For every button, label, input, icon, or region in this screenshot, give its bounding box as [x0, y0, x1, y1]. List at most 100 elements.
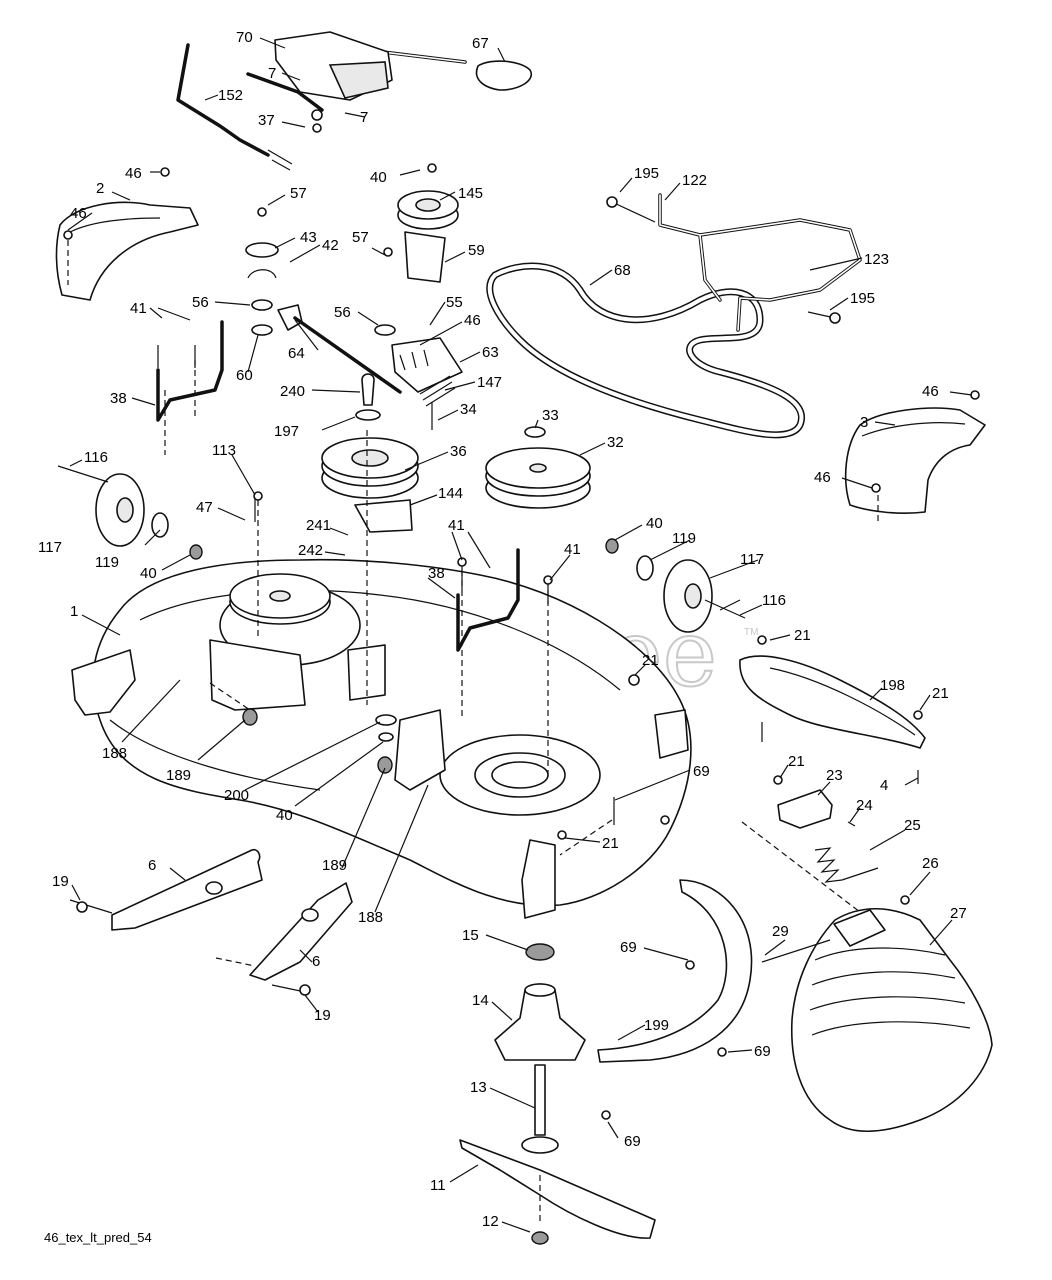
callout-64: 64: [288, 345, 305, 362]
callout-29: 29: [772, 923, 789, 940]
rod-29: [761, 939, 831, 963]
idler-pulley-36: [321, 437, 419, 533]
callout-21: 21: [642, 652, 659, 669]
callout-19: 19: [52, 873, 69, 890]
callout-59: 59: [468, 242, 485, 259]
callout-69: 69: [624, 1133, 641, 1150]
baffle-198: [739, 655, 926, 749]
callout-195: 195: [850, 290, 875, 307]
discharge-chute-27: [790, 907, 993, 1133]
callout-37: 37: [258, 112, 275, 129]
mower-deck: [71, 558, 692, 919]
callout-21: 21: [788, 753, 805, 770]
callout-68: 68: [614, 262, 631, 279]
callout-63: 63: [482, 344, 499, 361]
callout-46: 46: [464, 312, 481, 329]
callout-23: 23: [826, 767, 843, 784]
callout-25: 25: [904, 817, 921, 834]
spindle-assembly: [459, 943, 656, 1245]
callout-41: 41: [448, 517, 465, 534]
drive-belt-68: [486, 262, 805, 439]
callout-152: 152: [218, 87, 243, 104]
callout-119: 119: [95, 554, 119, 571]
callout-200: 200: [224, 787, 249, 804]
callout-36: 36: [450, 443, 467, 460]
callout-188: 188: [358, 909, 383, 926]
callout-60: 60: [236, 367, 253, 384]
callout-4: 4: [880, 777, 888, 794]
callout-19: 19: [314, 1007, 331, 1024]
callout-21: 21: [932, 685, 949, 702]
callout-195: 195: [634, 165, 659, 182]
callout-40: 40: [646, 515, 663, 532]
callout-119: 119: [672, 530, 696, 547]
callout-70: 70: [236, 29, 253, 46]
callout-labels: 70 67 7 152 7 37 40 145 195 122 46 2 46 …: [38, 29, 967, 1230]
callout-116: 116: [84, 449, 108, 466]
callout-199: 199: [644, 1017, 669, 1034]
callout-46: 46: [125, 165, 142, 182]
lift-link-bracket: [606, 193, 862, 332]
callout-11: 11: [430, 1177, 446, 1194]
callout-67: 67: [472, 35, 489, 52]
callout-14: 14: [472, 992, 489, 1009]
lift-arm-6-upper: [69, 848, 263, 931]
callout-144: 144: [438, 485, 463, 502]
callout-15: 15: [462, 927, 479, 944]
chute-bracket-23: [777, 789, 879, 883]
callout-41: 41: [130, 300, 147, 317]
callout-46: 46: [922, 383, 939, 400]
callout-241: 241: [306, 517, 331, 534]
callout-40: 40: [370, 169, 387, 186]
deck-stabilizer-links: [156, 320, 520, 652]
callout-116: 116: [762, 592, 786, 609]
callout-189: 189: [322, 857, 347, 874]
callout-123: 123: [864, 251, 889, 268]
baffle-199: [597, 879, 753, 1063]
callout-117: 117: [38, 539, 62, 556]
callout-3: 3: [860, 414, 868, 431]
callout-38: 38: [110, 390, 127, 407]
callout-21: 21: [602, 835, 619, 852]
callout-242: 242: [298, 542, 323, 559]
callout-122: 122: [682, 172, 707, 189]
callout-197: 197: [274, 423, 299, 440]
callout-38: 38: [428, 565, 445, 582]
callout-33: 33: [542, 407, 559, 424]
callout-69: 69: [693, 763, 710, 780]
callout-21: 21: [794, 627, 811, 644]
callout-56: 56: [192, 294, 209, 311]
callout-1: 1: [70, 603, 78, 620]
callout-47: 47: [196, 499, 213, 516]
callout-145: 145: [458, 185, 483, 202]
lift-arm-6-lower: [249, 882, 353, 993]
callout-27: 27: [950, 905, 967, 922]
callout-46: 46: [70, 205, 87, 222]
callout-69: 69: [754, 1043, 771, 1060]
callout-7: 7: [268, 65, 276, 82]
callout-43: 43: [300, 229, 317, 246]
callout-57: 57: [290, 185, 307, 202]
lift-lever-assembly: [176, 31, 533, 171]
callout-56: 56: [334, 304, 351, 321]
callout-147: 147: [477, 374, 502, 391]
callout-113: 113: [212, 442, 236, 459]
callout-46: 46: [814, 469, 831, 486]
callout-40: 40: [140, 565, 157, 582]
callout-55: 55: [446, 294, 463, 311]
callout-69: 69: [620, 939, 637, 956]
callout-42: 42: [322, 237, 339, 254]
leader-lines: [67, 37, 973, 1233]
watermark-trademark: TM: [744, 627, 758, 638]
callout-117: 117: [740, 551, 764, 568]
hardware-bolts: [63, 163, 980, 1120]
callout-7: 7: [360, 109, 368, 126]
callout-40: 40: [276, 807, 293, 824]
callout-34: 34: [460, 401, 477, 418]
callout-13: 13: [470, 1079, 487, 1096]
callout-2: 2: [96, 180, 104, 197]
callout-6: 6: [312, 953, 320, 970]
callout-240: 240: [280, 383, 305, 400]
callout-24: 24: [856, 797, 873, 814]
callout-6: 6: [148, 857, 156, 874]
